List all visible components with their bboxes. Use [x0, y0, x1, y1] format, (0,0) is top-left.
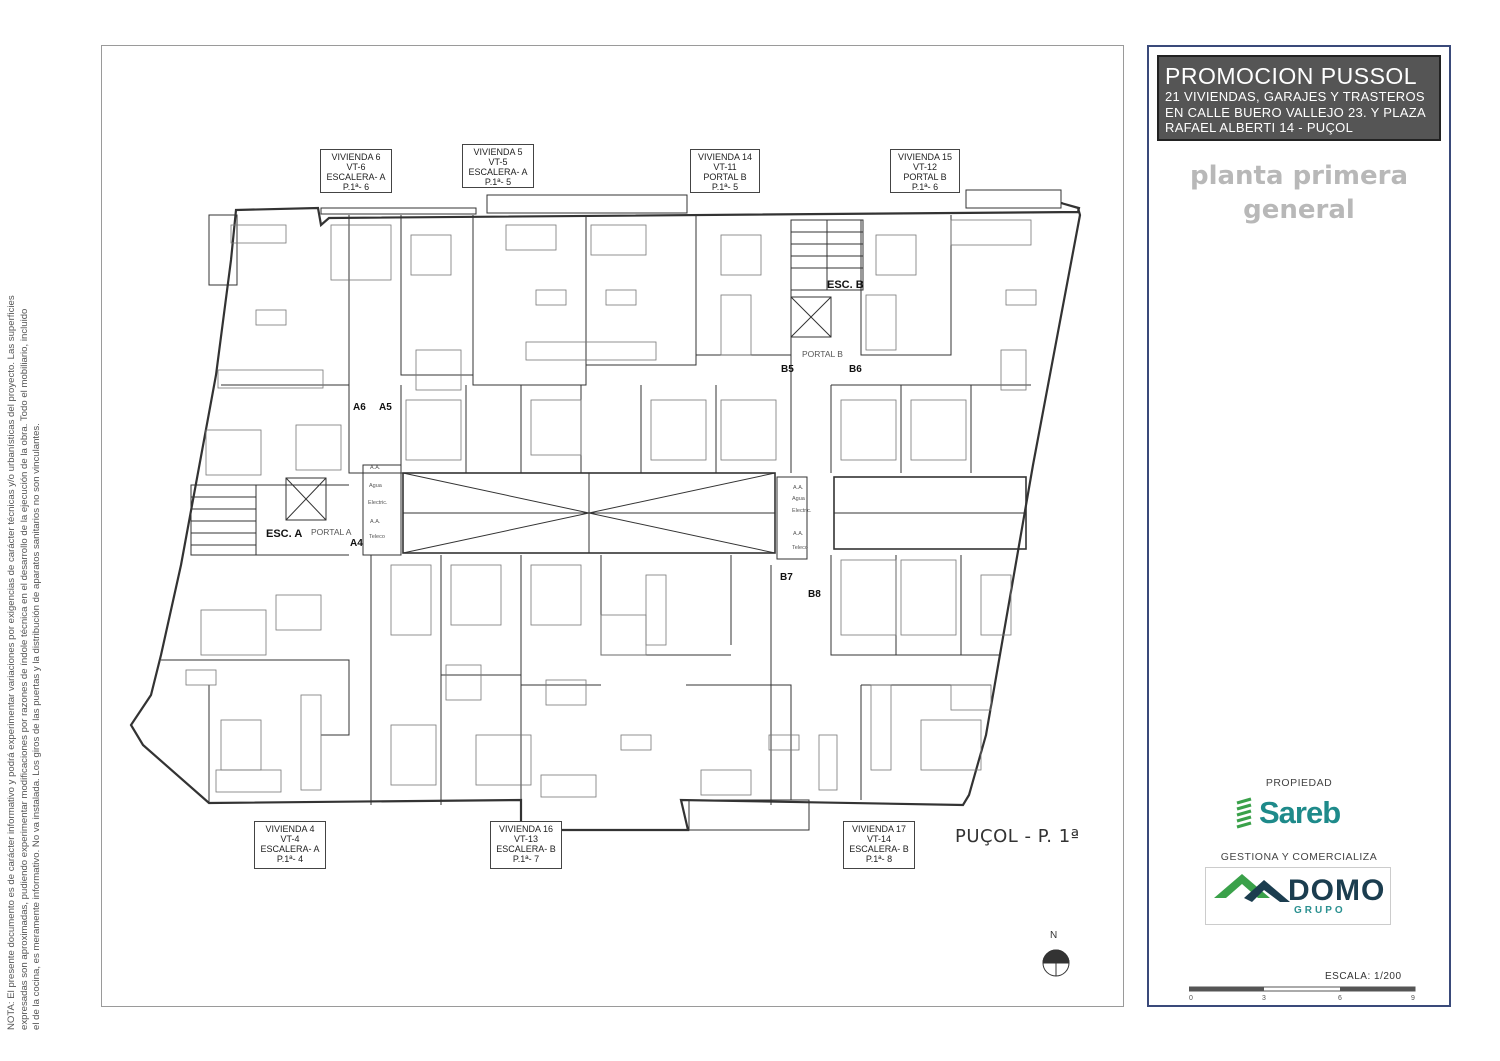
elevator-a — [285, 477, 327, 521]
stair-b-label: ESC. B — [827, 279, 864, 291]
elevator-b — [790, 296, 832, 338]
unit-line: P.1ª- 4 — [276, 854, 304, 864]
balcony-top — [486, 194, 688, 214]
sareb-logo: Sareb — [1233, 795, 1353, 833]
unit-line: VT-13 — [513, 834, 538, 844]
unit-line: P.1ª- 8 — [865, 854, 893, 864]
sareb-logo-icon — [1236, 797, 1252, 829]
stair-a-label: ESC. A — [266, 528, 303, 540]
shaft-a-label: A.A. — [370, 519, 381, 525]
floor-plan-drawing — [129, 189, 1082, 977]
scale-tick: 9 — [1411, 995, 1415, 1001]
plan-frame — [101, 45, 1124, 1007]
project-title: PROMOCION PUSSOL — [1165, 63, 1418, 89]
project-description-line: RAFAEL ALBERTI 14 - PUÇOL — [1165, 120, 1354, 135]
unit-line: P.1ª- 5 — [711, 182, 739, 192]
unit-line: VIVIENDA 16 — [498, 824, 554, 834]
manager-label: GESTIONA Y COMERCIALIZA — [1220, 851, 1378, 863]
domo-logo: DOMO GRUPO — [1205, 867, 1391, 925]
door-b8-label: B8 — [808, 589, 821, 600]
shaft-a-label: Electric. — [368, 500, 388, 506]
unit-line: VIVIENDA 5 — [473, 147, 523, 157]
unit-line: VIVIENDA 4 — [265, 824, 315, 834]
unit-line: P.1ª- 6 — [911, 182, 939, 192]
balcony-left — [208, 214, 238, 286]
sheet-subtitle-line: general — [1243, 195, 1355, 225]
portal-b-label: PORTAL B — [802, 349, 843, 359]
door-a6-label: A6 — [353, 402, 366, 413]
unit-line: PORTAL B — [703, 172, 747, 182]
unit-line: VT-12 — [912, 162, 937, 172]
unit-line: VIVIENDA 15 — [897, 152, 953, 162]
unit-line: VIVIENDA 14 — [697, 152, 753, 162]
door-a4-label: A4 — [350, 538, 363, 549]
plan-caption: PUÇOL - P. 1ª — [955, 826, 1080, 847]
project-description-line: EN CALLE BUERO VALLEJO 23. Y PLAZA — [1165, 104, 1426, 120]
balcony-top — [965, 189, 1062, 209]
shaft-b-label: Electric. — [792, 508, 812, 514]
unit-line: VT-14 — [866, 834, 891, 844]
domo-logo-text: DOMO — [1288, 874, 1386, 907]
stair-a — [190, 484, 257, 556]
scale-tick: 3 — [1262, 995, 1266, 1001]
shaft-b-label: A.A. — [793, 485, 804, 491]
door-b7-label: B7 — [780, 572, 793, 583]
unit-line: ESCALERA- B — [496, 844, 556, 854]
unit-line: VT-4 — [280, 834, 300, 844]
scale-bar: 0 3 6 9 — [1189, 986, 1416, 1001]
domo-logo-icon — [1214, 874, 1290, 902]
unit-line: PORTAL B — [903, 172, 947, 182]
shaft-b — [776, 476, 808, 560]
unit-line: VIVIENDA 17 — [851, 824, 907, 834]
unit-label-vivienda-14: VIVIENDA 14 VT-11 PORTAL B P.1ª- 5 — [690, 149, 760, 193]
project-title-block: PROMOCION PUSSOL 21 VIVIENDAS, GARAJES Y… — [1157, 55, 1441, 141]
unit-line: VT-11 — [713, 162, 737, 172]
scale-tick: 6 — [1338, 995, 1342, 1001]
shaft-a-label: Teleco — [369, 534, 385, 540]
sheet-subtitle: planta primera general — [1149, 159, 1449, 227]
door-b6-label: B6 — [849, 364, 862, 375]
unit-line: ESCALERA- A — [326, 172, 386, 182]
unit-line: VIVIENDA 6 — [331, 152, 381, 162]
domo-logo-subtext: GRUPO — [1294, 905, 1346, 916]
unit-line: VT-6 — [346, 162, 366, 172]
unit-label-vivienda-6: VIVIENDA 6 VT-6 ESCALERA- A P.1ª- 6 — [320, 149, 392, 193]
shaft-b-label: Agua — [792, 496, 805, 502]
north-label: N — [1050, 930, 1058, 941]
unit-line: ESCALERA- A — [468, 167, 528, 177]
unit-line: ESCALERA- A — [260, 844, 320, 854]
shaft-a-label: A.A. — [370, 465, 381, 471]
shaft-a — [362, 464, 402, 556]
unit-label-vivienda-17: VIVIENDA 17 VT-14 ESCALERA- B P.1ª- 8 — [843, 821, 915, 869]
unit-label-vivienda-4: VIVIENDA 4 VT-4 ESCALERA- A P.1ª- 4 — [254, 821, 326, 869]
unit-line: P.1ª- 6 — [342, 182, 370, 192]
unit-label-vivienda-15: VIVIENDA 15 VT-12 PORTAL B P.1ª- 6 — [890, 149, 960, 193]
door-a5-label: A5 — [379, 402, 392, 413]
portal-a-label: PORTAL A — [311, 527, 352, 537]
unit-line: P.1ª- 5 — [484, 177, 512, 187]
unit-line: VT-5 — [488, 157, 508, 167]
scale-label: ESCALA: 1/200 — [1325, 971, 1402, 982]
shaft-b-label: Teleco — [792, 545, 808, 551]
scale-tick: 0 — [1189, 995, 1193, 1001]
title-block-panel: PROMOCION PUSSOL 21 VIVIENDAS, GARAJES Y… — [1147, 45, 1451, 1007]
sareb-logo-text: Sareb — [1259, 795, 1341, 830]
door-b5-label: B5 — [781, 364, 794, 375]
legal-note-line: el de la cocina, es meramente informativ… — [31, 423, 42, 1030]
legal-note-line: NOTA: El presente documento es de caráct… — [6, 295, 17, 1030]
project-description-line: 21 VIVIENDAS, GARAJES Y TRASTEROS — [1165, 89, 1425, 104]
sheet-subtitle-line: planta primera — [1189, 161, 1409, 191]
unit-line: ESCALERA- B — [849, 844, 909, 854]
balcony-top — [320, 207, 477, 215]
shaft-a-label: Agua — [369, 483, 382, 489]
legal-note-line: expresadas son aproximadas, pudiendo exp… — [18, 308, 30, 1030]
unit-label-vivienda-16: VIVIENDA 16 VT-13 ESCALERA- B P.1ª- 7 — [490, 821, 562, 869]
legal-note: NOTA: El presente documento es de caráct… — [6, 30, 102, 1030]
owner-label: PROPIEDAD — [1265, 777, 1333, 789]
shaft-b-label: A.A. — [793, 531, 804, 537]
balcony-bottom — [688, 799, 810, 831]
unit-line: P.1ª- 7 — [512, 854, 540, 864]
building-outline — [129, 201, 1082, 832]
unit-label-vivienda-5: VIVIENDA 5 VT-5 ESCALERA- A P.1ª- 5 — [462, 144, 534, 188]
